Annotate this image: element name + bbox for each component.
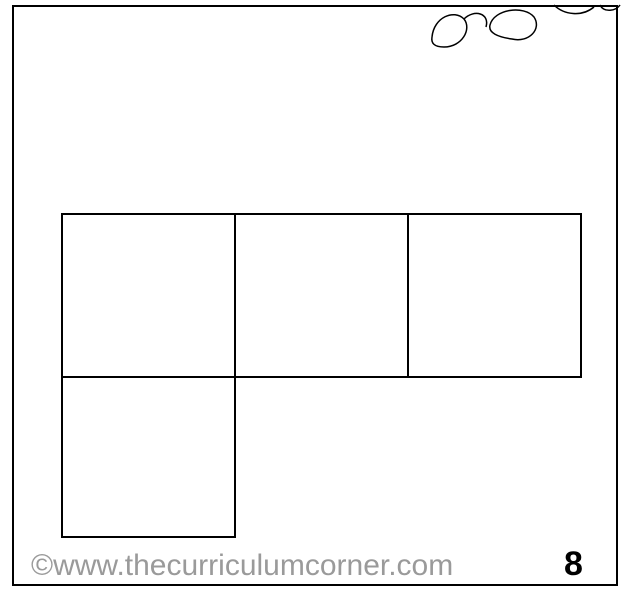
grid-cell-row1-col2 (234, 213, 409, 378)
worksheet-card: ©www.thecurriculumcorner.com 8 (12, 5, 618, 586)
flower-petals-icon (424, 7, 624, 67)
copyright-text: ©www.thecurriculumcorner.com (31, 549, 453, 583)
grid-cell-row1-col3 (407, 213, 582, 378)
card-number: 8 (564, 545, 583, 584)
grid-cell-row1-col1 (61, 213, 236, 378)
grid-cell-row2-col1 (61, 376, 236, 538)
